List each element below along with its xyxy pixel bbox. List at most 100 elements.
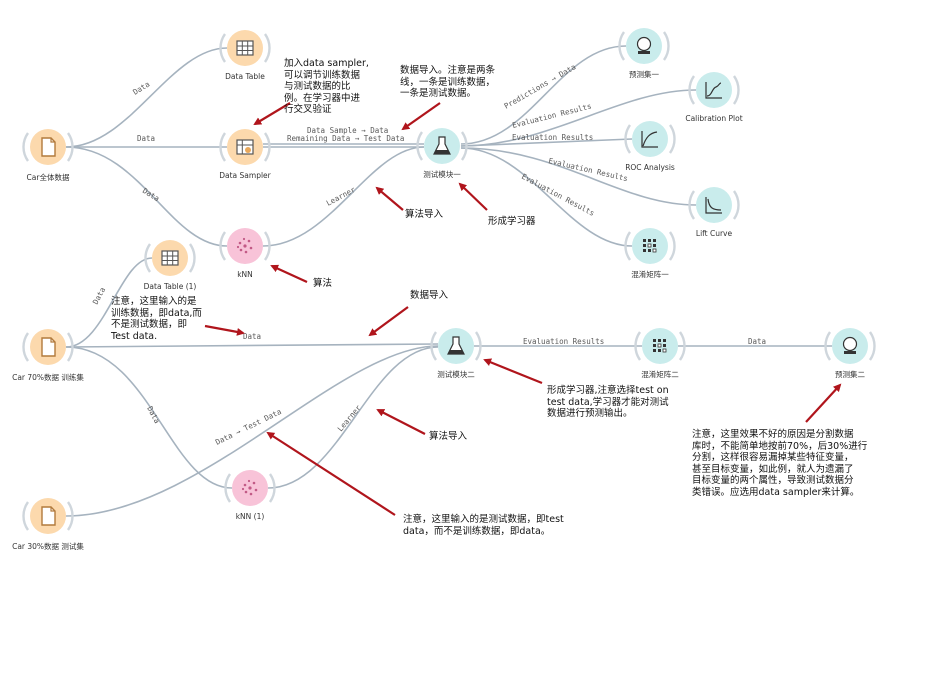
link-car70-to-datatable1[interactable]	[65, 257, 153, 348]
arrow-to-train-link	[204, 324, 245, 336]
flask-icon	[433, 136, 451, 155]
link-label: Data	[141, 186, 161, 203]
link-knn-to-test1[interactable]	[262, 146, 425, 247]
crystal-ball-icon	[842, 336, 858, 354]
arrow-to-sampler-links	[401, 102, 441, 131]
roc-curve-icon	[641, 131, 658, 148]
arrow-to-pred-2	[805, 383, 842, 423]
node-label: 预测集二	[835, 369, 865, 379]
node-label: 混淆矩阵一	[631, 269, 669, 279]
node-label: Car 70%数据 训练集	[12, 372, 84, 382]
knn-icon	[241, 479, 258, 496]
node-car-all[interactable]: Car全体数据	[22, 129, 74, 182]
node-label: kNN (1)	[236, 512, 265, 521]
link-car30-to-test2[interactable]	[65, 345, 439, 517]
file-icon	[41, 337, 56, 357]
node-test-2[interactable]: 测试模块二	[430, 328, 482, 379]
node-knn[interactable]: kNN	[219, 228, 271, 279]
node-calibration-plot[interactable]: Calibration Plot	[685, 72, 743, 123]
node-label: Data Table	[225, 72, 265, 81]
sampler-icon	[236, 139, 254, 155]
annotation-test-input: 注意，这里输入的是测试数据，即test data，而不是训练数据，即data。	[403, 514, 564, 537]
arrow-to-data-import-2	[368, 306, 409, 337]
link-car-all-to-data-table[interactable]	[65, 47, 228, 148]
link-label: Data	[145, 405, 161, 425]
node-data-table[interactable]: Data Table	[219, 30, 271, 81]
confusion-matrix-icon	[653, 339, 667, 353]
link-test1-to-roc[interactable]	[460, 138, 633, 147]
arrow-to-test-data-link	[266, 431, 396, 516]
node-label: kNN	[237, 270, 253, 279]
link-knn1-to-test2[interactable]	[267, 346, 439, 489]
node-pred-1[interactable]: 预测集一	[618, 28, 670, 79]
node-test-1[interactable]: 测试模块一	[416, 128, 468, 179]
node-data-table-1[interactable]: Data Table (1)	[144, 240, 197, 291]
node-label: ROC Analysis	[625, 163, 675, 172]
annotation-data-import: 数据导入。注意是两条 线，一条是训练数据， 一条是测试数据。	[400, 65, 496, 99]
link-label: Evaluation Results	[512, 133, 593, 142]
annotation-form-learner-1: 形成学习器	[488, 216, 536, 227]
node-label: Car 30%数据 测试集	[12, 541, 84, 551]
annotation-bad-result: 注意，这里效果不好的原因是分割数据 库时，不能简单地按前70%，后30%进行 分…	[692, 429, 868, 498]
link-label: Data	[748, 337, 766, 346]
link-test1-to-calib[interactable]	[460, 89, 697, 147]
node-car-70-train[interactable]: Car 70%数据 训练集	[12, 329, 84, 382]
arrow-to-knn	[270, 264, 308, 284]
node-roc-analysis[interactable]: ROC Analysis	[624, 121, 676, 172]
node-label: 预测集一	[629, 69, 659, 79]
knn-icon	[236, 237, 253, 254]
link-label: Evaluation Results	[523, 337, 604, 346]
node-label: 测试模块一	[423, 169, 461, 179]
calibration-icon	[705, 82, 722, 99]
annotation-algorithm-import-1: 算法导入	[405, 209, 444, 220]
arrow-to-test-2	[483, 358, 543, 385]
link-car70-to-knn1[interactable]	[65, 346, 233, 489]
node-pred-2[interactable]: 预测集二	[824, 328, 876, 379]
node-car-30-test[interactable]: Car 30%数据 测试集	[12, 498, 84, 551]
table-icon	[236, 40, 254, 56]
link-label: Learner	[336, 403, 364, 433]
node-label: Car全体数据	[27, 172, 70, 182]
link-car70-to-test2[interactable]	[65, 343, 439, 348]
annotation-data-import-2: 数据导入	[410, 290, 449, 301]
link-label: Evaluation Results	[548, 156, 629, 183]
node-confusion-matrix-1[interactable]: 混淆矩阵一	[624, 228, 676, 279]
lift-curve-icon	[705, 197, 722, 214]
annotation-data-sampler: 加入data sampler, 可以调节训练数据 与测试数据的比 例。在学习器中…	[284, 58, 369, 115]
file-icon	[41, 506, 56, 526]
link-car-all-to-knn[interactable]	[65, 146, 228, 247]
link-layer	[65, 45, 832, 517]
node-layer: Car全体数据 Data Table	[12, 28, 876, 551]
arrow-to-data-sampler	[253, 102, 291, 126]
node-label: Data Sampler	[219, 171, 271, 180]
link-label: Data	[131, 79, 151, 96]
crystal-ball-icon	[636, 36, 652, 54]
link-test1-to-conf1[interactable]	[460, 147, 633, 247]
node-confusion-matrix-2[interactable]: 混淆矩阵二	[634, 328, 686, 379]
node-data-sampler[interactable]: Data Sampler	[219, 129, 272, 180]
link-label: Data	[137, 134, 155, 143]
link-test1-to-pred1[interactable]	[460, 45, 627, 145]
node-label: Calibration Plot	[685, 114, 742, 123]
node-knn-1[interactable]: kNN (1)	[224, 470, 276, 521]
link-test1-to-lift[interactable]	[460, 147, 697, 206]
table-icon	[161, 250, 179, 266]
link-label: Predictions → Data	[503, 62, 578, 110]
arrow-to-knn-link	[375, 186, 404, 211]
node-label: Lift Curve	[696, 229, 733, 238]
node-label: Data Table (1)	[144, 282, 197, 291]
link-label: Data	[91, 286, 107, 306]
node-label: 混淆矩阵二	[641, 369, 679, 379]
node-lift-curve[interactable]: Lift Curve	[688, 187, 740, 238]
annotation-train-input: 注意，这里输入的是 训练数据，即data,而 不是测试数据，即 Test dat…	[111, 296, 202, 342]
link-label: Data	[243, 332, 261, 341]
flask-icon	[447, 336, 465, 355]
annotation-algorithm-import-2: 算法导入	[429, 431, 468, 442]
arrow-to-knn1-link	[376, 409, 426, 435]
arrow-to-test-1	[458, 182, 488, 211]
file-icon	[41, 137, 56, 157]
annotation-form-learner-2: 形成学习器,注意选择test on test data,学习器才能对测试 数据进…	[547, 385, 669, 419]
link-label: Data Sample → Data	[307, 126, 388, 135]
confusion-matrix-icon	[643, 239, 657, 253]
